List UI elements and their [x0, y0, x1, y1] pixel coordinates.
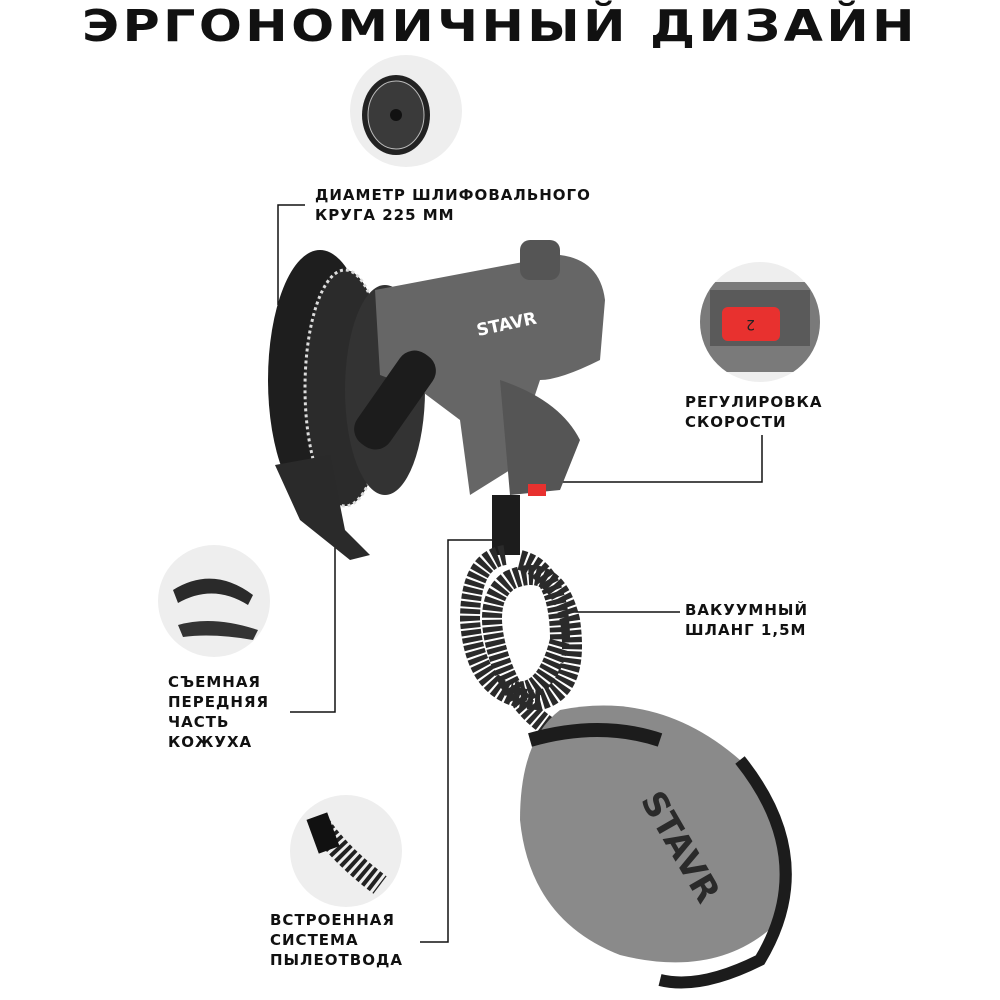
cover-detail-image: [158, 545, 270, 657]
dust-system-detail-image: [290, 795, 402, 907]
disc-detail-image: [350, 55, 462, 167]
side-grip: [354, 350, 436, 450]
bag-strap: [658, 756, 792, 989]
speed-dial-detail-image: 2: [700, 262, 820, 382]
vacuum-hose: [459, 545, 582, 750]
speed-dial: [528, 484, 546, 496]
tool-body: [375, 255, 605, 495]
speed-dial-value: 2: [746, 316, 755, 332]
front-cover: [275, 455, 370, 560]
callout-lines: [277, 204, 763, 943]
page-title: ЭРГОНОМИЧНЫЙ ДИЗАЙН: [82, 1, 918, 52]
dust-bag: [520, 705, 785, 963]
handle: [500, 380, 580, 495]
